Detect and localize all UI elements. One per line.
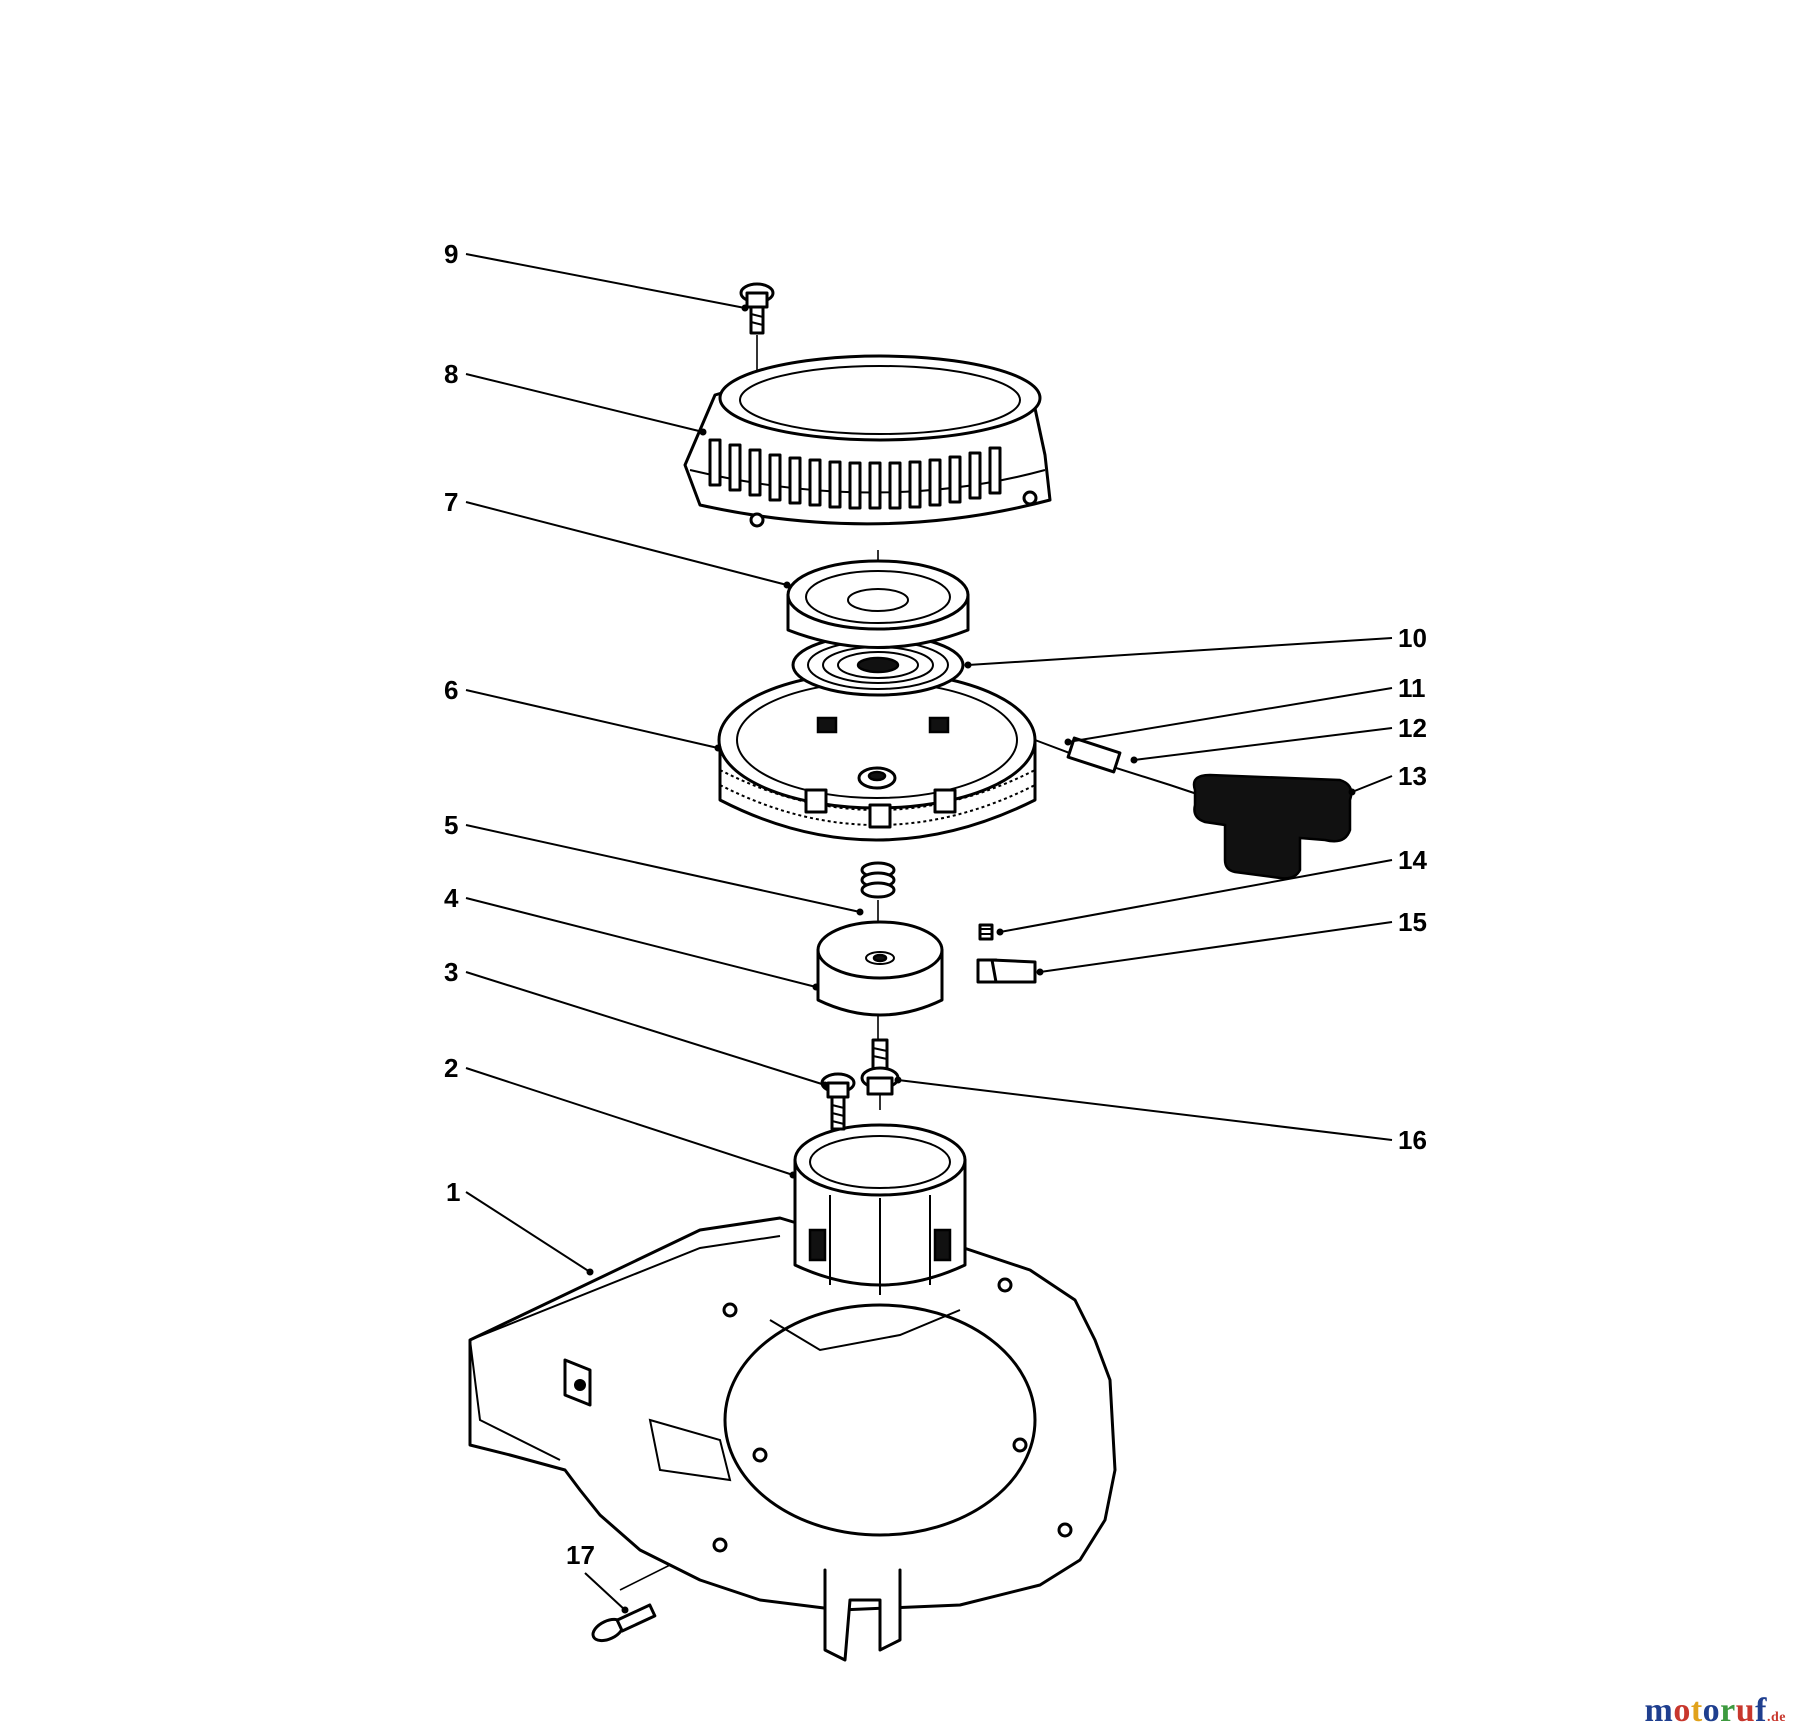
starter-rope xyxy=(1034,736,1201,796)
callout-15: 15 xyxy=(1398,907,1427,937)
callout-3: 3 xyxy=(444,957,458,987)
watermark-letter: o xyxy=(1673,1692,1691,1729)
watermark-letter: f xyxy=(1755,1692,1767,1729)
leader-lines xyxy=(465,253,1393,1614)
blower-housing xyxy=(468,1216,1117,1662)
housing-screw xyxy=(591,1603,657,1643)
callout-5: 5 xyxy=(444,810,458,840)
callout-14: 14 xyxy=(1398,845,1427,875)
watermark-letter: r xyxy=(1720,1692,1736,1729)
callout-labels: 1 2 3 4 5 6 7 8 9 10 11 12 13 14 15 16 1… xyxy=(444,239,1427,1570)
pawl xyxy=(976,958,1037,984)
pawl-spring xyxy=(978,923,994,941)
starter-handle xyxy=(1192,773,1353,880)
recoil-spring xyxy=(791,633,965,697)
flange-bolt xyxy=(820,1072,856,1131)
starter-cup xyxy=(793,1123,967,1295)
pawl-cup xyxy=(816,920,944,1017)
callout-11: 11 xyxy=(1398,673,1426,703)
compression-spring xyxy=(860,861,896,899)
housing-vents xyxy=(708,438,1002,510)
rope-pulley xyxy=(717,670,1037,842)
callout-7: 7 xyxy=(444,487,458,517)
callout-4: 4 xyxy=(444,883,459,913)
shoulder-screw xyxy=(860,1038,900,1096)
callout-10: 10 xyxy=(1398,623,1427,653)
callout-17: 17 xyxy=(566,1540,595,1570)
watermark-suffix: .de xyxy=(1767,1710,1786,1725)
callout-1: 1 xyxy=(446,1177,460,1207)
callout-2: 2 xyxy=(444,1053,458,1083)
watermark-letter: u xyxy=(1735,1692,1756,1729)
callout-6: 6 xyxy=(444,675,458,705)
callout-13: 13 xyxy=(1398,761,1427,791)
starter-housing xyxy=(683,354,1052,528)
callout-9: 9 xyxy=(444,239,458,269)
watermark-letter: t xyxy=(1690,1692,1703,1729)
spring-cover xyxy=(786,559,970,649)
callout-8: 8 xyxy=(444,359,458,389)
housing-bolt xyxy=(739,282,775,335)
site-watermark: motoruf.de xyxy=(1645,1692,1787,1730)
watermark-letter: m xyxy=(1644,1692,1674,1729)
callout-16: 16 xyxy=(1398,1125,1427,1155)
watermark-letter: o xyxy=(1702,1692,1721,1729)
callout-12: 12 xyxy=(1398,713,1427,743)
